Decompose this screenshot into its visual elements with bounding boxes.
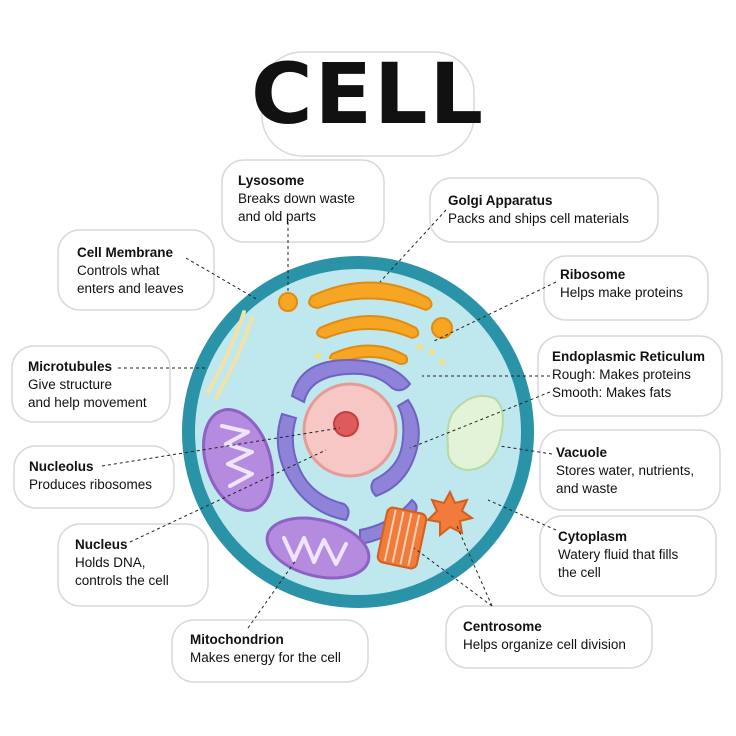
nucleolus bbox=[333, 411, 359, 437]
label-nucleolus: Nucleolus Produces ribosomes bbox=[29, 458, 152, 494]
mitochondrion bbox=[265, 516, 371, 580]
label-golgi: Golgi Apparatus Packs and ships cell mat… bbox=[448, 192, 629, 228]
label-desc: Holds DNA, bbox=[75, 555, 146, 570]
centrosome-star bbox=[425, 489, 475, 538]
leader-lines bbox=[101, 209, 557, 629]
label-endoplasmic-reticulum: Endoplasmic Reticulum Rough: Makes prote… bbox=[552, 348, 705, 402]
label-desc: Rough: Makes proteins bbox=[552, 367, 691, 382]
microtubules bbox=[206, 310, 254, 400]
label-title: Vacuole bbox=[556, 445, 608, 460]
label-title: Lysosome bbox=[238, 173, 305, 188]
label-nucleus: Nucleus Holds DNA, controls the cell bbox=[75, 536, 169, 590]
label-desc: Give structure bbox=[28, 377, 113, 392]
diagram-title: CELL bbox=[250, 45, 486, 143]
label-cell-membrane: Cell Membrane Controls what enters and l… bbox=[77, 244, 184, 298]
label-cytoplasm: Cytoplasm Watery fluid that fills the ce… bbox=[558, 528, 678, 582]
label-desc: Stores water, nutrients, bbox=[556, 463, 695, 478]
label-desc: Makes energy for the cell bbox=[190, 650, 341, 665]
label-vacuole: Vacuole Stores water, nutrients, and was… bbox=[556, 444, 694, 498]
label-desc: Breaks down waste bbox=[238, 191, 356, 206]
label-desc: Helps make proteins bbox=[560, 285, 684, 300]
label-title: Mitochondrion bbox=[190, 632, 284, 647]
label-title: Ribosome bbox=[560, 267, 626, 282]
centriole bbox=[376, 506, 428, 570]
label-title: Nucleus bbox=[75, 537, 128, 552]
label-title: Nucleolus bbox=[29, 459, 94, 474]
label-title: Golgi Apparatus bbox=[448, 193, 553, 208]
label-title: Cytoplasm bbox=[558, 529, 628, 544]
label-lysosome: Lysosome Breaks down waste and old parts bbox=[238, 172, 355, 226]
sticker-outline bbox=[11, 51, 723, 683]
mitochondrion bbox=[202, 408, 274, 512]
vacuole bbox=[446, 395, 504, 472]
label-desc: Produces ribosomes bbox=[29, 477, 153, 492]
label-ribosome: Ribosome Helps make proteins bbox=[560, 266, 683, 302]
label-title: Centrosome bbox=[463, 619, 542, 634]
label-desc: and waste bbox=[556, 481, 618, 496]
label-desc: and help movement bbox=[28, 395, 147, 410]
label-desc: Controls what bbox=[77, 263, 160, 278]
lysosome-vesicle bbox=[431, 317, 453, 339]
label-centrosome: Centrosome Helps organize cell division bbox=[463, 618, 626, 654]
label-desc: controls the cell bbox=[75, 573, 169, 588]
label-desc: Smooth: Makes fats bbox=[552, 385, 672, 400]
label-desc: Helps organize cell division bbox=[463, 637, 626, 652]
label-desc: the cell bbox=[558, 565, 601, 580]
label-desc: Watery fluid that fills bbox=[558, 547, 679, 562]
golgi-apparatus bbox=[308, 281, 433, 366]
label-title: Cell Membrane bbox=[77, 245, 174, 260]
label-mitochondrion: Mitochondrion Makes energy for the cell bbox=[190, 631, 341, 667]
label-desc: enters and leaves bbox=[77, 281, 184, 296]
lysosome-vesicle bbox=[278, 292, 298, 312]
label-desc: Packs and ships cell materials bbox=[448, 211, 629, 226]
label-title: Microtubules bbox=[28, 359, 113, 374]
label-desc: and old parts bbox=[238, 209, 317, 224]
label-title: Endoplasmic Reticulum bbox=[552, 349, 706, 364]
label-microtubules: Microtubules Give structure and help mov… bbox=[28, 358, 147, 412]
